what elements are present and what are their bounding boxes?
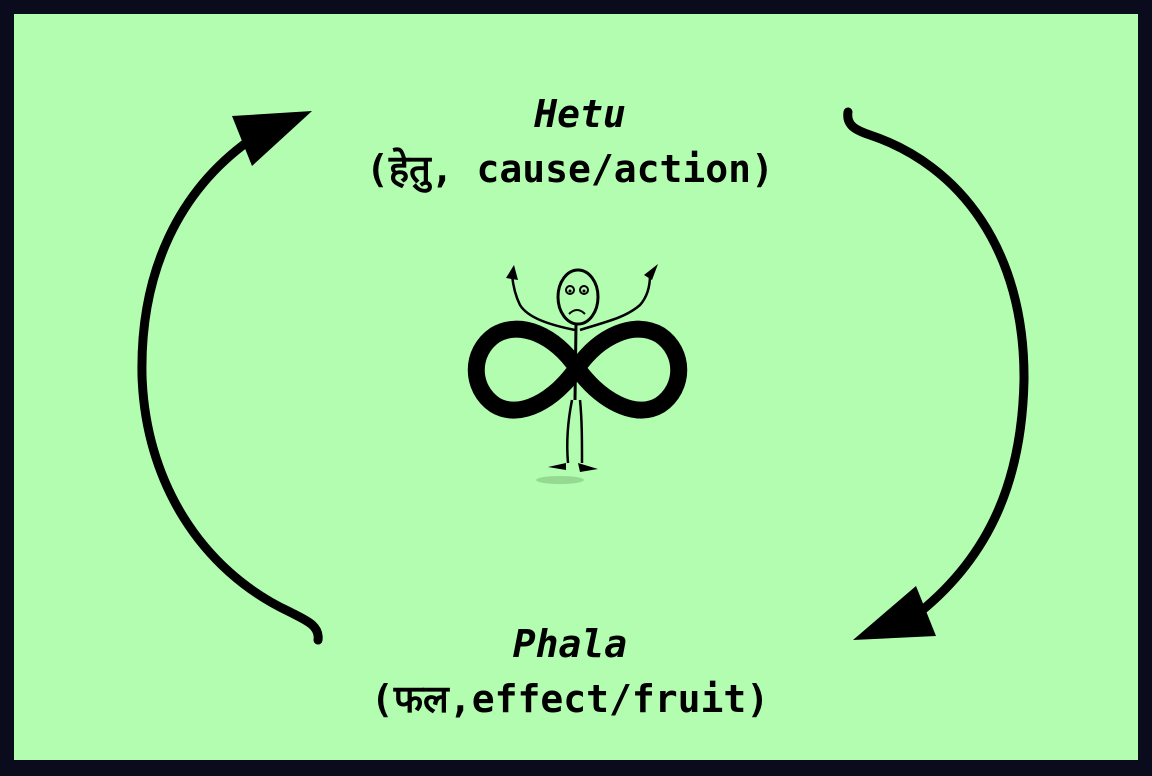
phala-subtitle: (फल,effect/fruit) — [370, 677, 770, 721]
left-arrowhead-icon — [232, 111, 312, 166]
right-arrowhead-icon — [853, 586, 936, 640]
infinity-icon — [467, 320, 688, 419]
right-cycle-arrow — [843, 107, 1029, 640]
left-cycle-arrow — [137, 111, 323, 645]
phala-title: Phala — [512, 622, 628, 666]
hetu-subtitle: (हेतु, cause/action) — [366, 147, 774, 191]
stick-figure-icon — [506, 264, 658, 484]
hetu-title: Hetu — [534, 92, 626, 136]
